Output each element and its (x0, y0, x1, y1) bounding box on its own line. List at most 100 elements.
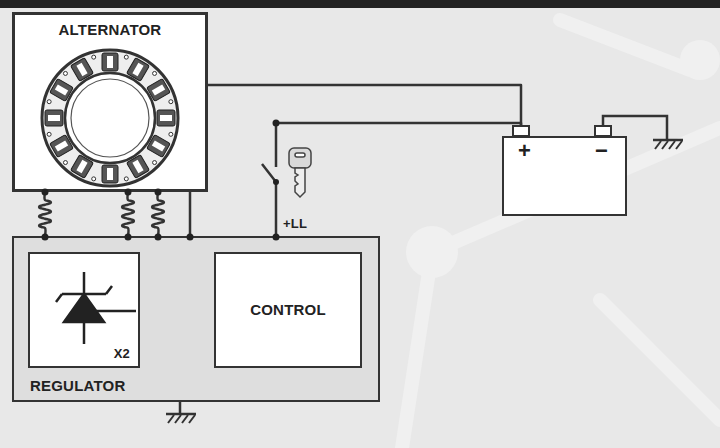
component-count: X2 (114, 347, 130, 362)
winding-core (160, 115, 172, 121)
winding-core (107, 168, 113, 180)
ground-symbol (166, 413, 196, 416)
thyristor-symbol (56, 272, 136, 344)
rotor-bore (71, 79, 149, 157)
stator-winding (102, 53, 118, 71)
key-blade (295, 168, 305, 197)
stator-bolt (124, 177, 128, 181)
winding-coil (147, 79, 171, 102)
junction-dot (125, 189, 132, 196)
terminal-sign: + (518, 138, 531, 163)
junction-dot (187, 234, 194, 241)
winding-core (132, 160, 143, 173)
winding-core (55, 140, 68, 151)
stator-inner (65, 73, 155, 163)
stator-bolt (47, 100, 51, 104)
winding-coil (147, 135, 171, 158)
decor-line (402, 252, 432, 448)
decor-line (432, 128, 720, 252)
junction-dot (42, 189, 49, 196)
stator-winding (157, 110, 175, 126)
ground-symbol (653, 139, 683, 142)
box-title: ALTERNATOR (59, 21, 162, 38)
thyristor-bar-end (56, 294, 62, 302)
thyristor-bar (62, 293, 106, 296)
winding-coil (50, 79, 74, 102)
battery-terminal (595, 126, 611, 136)
stator-outer (42, 50, 178, 186)
ground-hatch (168, 415, 195, 423)
stator-winding (147, 79, 171, 102)
box-title: CONTROL (250, 301, 326, 318)
winding-coil (127, 155, 150, 179)
thyristor-lead (83, 272, 86, 344)
winding-core (76, 63, 87, 76)
battery-terminal (513, 126, 529, 136)
stator-winding (71, 155, 94, 179)
key-head (289, 148, 311, 168)
decor-line (560, 20, 690, 70)
winding-core (152, 140, 165, 151)
wire (190, 85, 521, 236)
terminal-label: +LL (283, 216, 307, 231)
thyristor-triangle (64, 294, 104, 322)
winding-coil (71, 155, 94, 179)
ground-wiring (166, 116, 683, 423)
stator-winding (71, 58, 94, 82)
junction-dot (155, 234, 162, 241)
regulator-box: REGULATOR X2 CONTROL (12, 236, 380, 402)
winding-coil (50, 135, 74, 158)
stator-winding (127, 155, 150, 179)
junction-dot (125, 234, 132, 241)
stator-winding (50, 135, 74, 158)
decor-circle (680, 40, 720, 80)
battery-box: +− (502, 136, 627, 216)
winding-core (152, 84, 165, 95)
winding-coil (71, 58, 94, 82)
wire (262, 123, 521, 236)
key-hole (295, 153, 305, 157)
stator-bolt (169, 100, 173, 104)
winding-coil (157, 110, 175, 126)
junction-dots (42, 120, 280, 241)
stator-winding (127, 58, 150, 82)
decor-circle (406, 226, 458, 278)
winding-core (76, 160, 87, 173)
alternator-stator (42, 50, 178, 186)
stator-bolt (153, 71, 157, 75)
top-bar (0, 0, 720, 8)
rectifier-box: X2 (28, 252, 140, 368)
junction-dot (273, 234, 280, 241)
stator-bolt (92, 177, 96, 181)
alternator-box: ALTERNATOR (12, 12, 208, 192)
terminal-sign: − (595, 138, 608, 163)
switch-contact (273, 179, 279, 185)
ground-wire (179, 402, 182, 414)
winding-coil (102, 165, 118, 183)
thyristor-bar-end (106, 286, 112, 294)
stator-winding (50, 79, 74, 102)
phase-winding-wire (152, 192, 164, 236)
winding-coil (127, 58, 150, 82)
ignition-key (289, 148, 311, 197)
winding-core (107, 56, 113, 68)
decor-line (600, 300, 720, 420)
box-title: REGULATOR (30, 377, 125, 394)
stator-bolt (169, 132, 173, 136)
winding-core (132, 63, 143, 76)
stator-bolt (63, 161, 67, 165)
stator-bolt (47, 132, 51, 136)
battery-terminals (513, 126, 611, 136)
winding-coil (45, 110, 63, 126)
stator-winding (102, 165, 118, 183)
junction-dot (42, 234, 49, 241)
stator-bolt (153, 161, 157, 165)
winding-core (48, 115, 60, 121)
stator-bolt (63, 71, 67, 75)
thyristor-gate (96, 310, 136, 313)
ground-wire (603, 116, 667, 140)
stator-bolt (124, 55, 128, 59)
stator-winding (45, 110, 63, 126)
winding-core (55, 84, 68, 95)
stator-winding (147, 135, 171, 158)
